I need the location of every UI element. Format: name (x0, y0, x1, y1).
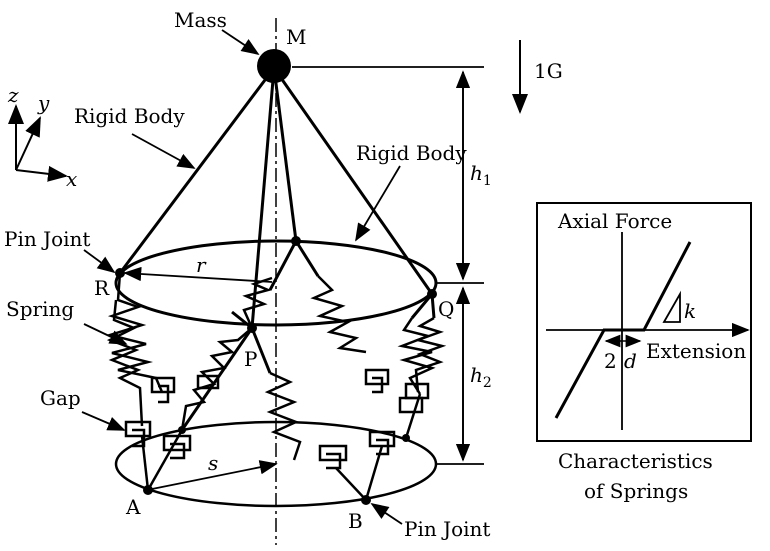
lower-links (140, 393, 422, 501)
springs (105, 272, 447, 461)
b-point-label: B (348, 509, 363, 533)
pin-joint-bottom-label: Pin Joint (404, 517, 490, 541)
mass-ball (257, 49, 291, 83)
gap-elements (124, 368, 430, 470)
d-label: d (624, 349, 637, 373)
rigid-body-right-label: Rigid Body (356, 141, 467, 165)
gap-2 (124, 420, 152, 448)
node-r (115, 268, 125, 278)
a-point-label: A (125, 495, 141, 519)
axis-x-label: x (66, 167, 77, 191)
p-point-label: P (244, 347, 257, 371)
pin-joints (115, 236, 437, 505)
gravity-label: 1G (534, 59, 563, 83)
s-dim-arrow (151, 460, 278, 490)
extension-label: Extension (646, 339, 746, 363)
q-point-label: Q (438, 297, 454, 321)
slope-triangle (662, 290, 681, 323)
k-label: k (684, 299, 696, 323)
mass-label: Mass (174, 8, 227, 32)
node-right-low (402, 434, 410, 442)
gap-label: Gap (40, 386, 81, 410)
two-label: 2 (604, 349, 617, 373)
node-p (247, 323, 257, 333)
gap-5 (318, 444, 348, 470)
gap-7 (398, 382, 430, 414)
rigid-body-left-label: Rigid Body (74, 104, 185, 128)
s-dim-label: s (208, 451, 218, 475)
r-point-label: R (94, 276, 110, 300)
gap-1 (150, 376, 176, 404)
h1-label: h1 (470, 161, 492, 189)
spring-left-2 (106, 299, 144, 427)
spring-center (264, 371, 302, 461)
spring-label: Spring (6, 297, 74, 321)
axial-force-label: Axial Force (557, 209, 672, 233)
node-top (291, 236, 301, 246)
r-dim-arrow (123, 266, 273, 283)
upper-rigid-body (118, 67, 434, 329)
gap-3 (196, 374, 220, 390)
node-b (361, 495, 371, 505)
spring-upper-right (310, 275, 367, 354)
axis-y-label: y (37, 91, 50, 115)
h2-label: h2 (470, 363, 492, 391)
spring-right-2 (413, 316, 447, 393)
gap-6 (364, 368, 390, 394)
force-extension-curve (554, 241, 692, 419)
spring-pa (180, 327, 253, 431)
coordinate-axes (7, 104, 68, 182)
pin-joint-top-label: Pin Joint (4, 227, 90, 251)
node-q (427, 289, 437, 299)
r-dim-label: r (196, 253, 207, 277)
spring-characteristics-inset: Axial Force k 2 d Extension (536, 202, 752, 442)
gap-8 (368, 430, 396, 456)
node-left-low (178, 426, 186, 434)
spring-left (105, 272, 164, 393)
gap-4 (162, 434, 192, 460)
rigid-struts (180, 240, 436, 431)
height-dimensions (292, 66, 484, 465)
inset-frame (536, 202, 752, 442)
m-label: M (286, 25, 306, 49)
caption-line-1: Characteristics (558, 449, 713, 473)
leader-arrows (81, 29, 403, 525)
caption-line-2: of Springs (584, 479, 688, 503)
axis-z-label: z (7, 83, 19, 107)
node-a (143, 485, 153, 495)
spring-rp (242, 276, 273, 329)
